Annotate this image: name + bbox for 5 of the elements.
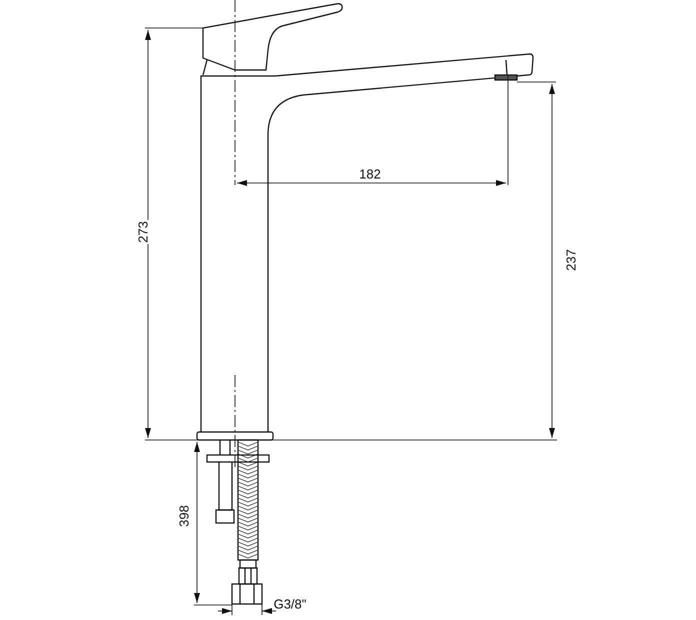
dimension-label: 182 [358, 168, 382, 180]
dimension-label: 273 [136, 220, 150, 244]
dimension-label: 237 [564, 248, 578, 272]
dimension-label: 398 [178, 504, 190, 528]
dimension-label: G3/8" [272, 598, 308, 610]
